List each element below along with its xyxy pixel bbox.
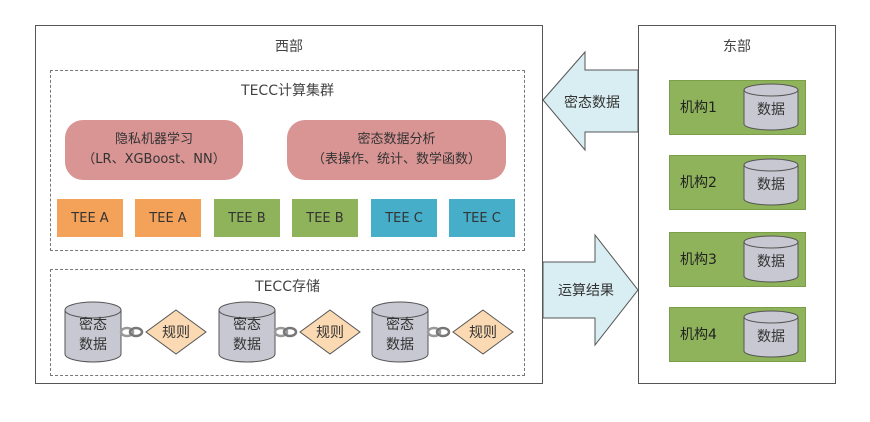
arrow-to-east-label: 运算结果 — [558, 283, 614, 299]
encrypted-data-line2: 数据 — [233, 337, 261, 353]
org-1-name: 机构1 — [680, 100, 717, 116]
tee-c-1: TEE C — [371, 199, 437, 237]
encrypted-analysis-detail: （表操作、统计、数学函数） — [311, 152, 481, 167]
west-title: 西部 — [275, 39, 303, 55]
tecc-cluster-title: TECC计算集群 — [241, 83, 334, 99]
storage-unit-3: 密态 数据 规则 — [371, 301, 514, 363]
rule-diamond — [299, 309, 361, 355]
privacy-ml-detail: （LR、XGBoost、NN） — [82, 152, 226, 167]
rule-label: 规则 — [316, 325, 344, 341]
arrow-to-east — [542, 233, 639, 347]
chain-link-icon — [426, 326, 451, 338]
tecc-cluster-box — [50, 70, 525, 251]
tecc-storage-box — [50, 269, 525, 376]
encrypted-data-line1: 密态 — [79, 316, 107, 333]
privacy-ml-title: 隐私机器学习 — [114, 132, 193, 147]
tee-b-1: TEE B — [214, 199, 280, 237]
org-3-name: 机构3 — [680, 252, 717, 268]
tee-b-2: TEE B — [292, 199, 358, 237]
east-title: 东部 — [723, 39, 751, 55]
encrypted-data-line2: 数据 — [79, 337, 107, 353]
org-4: 机构4 — [669, 307, 806, 362]
chain-link-icon — [119, 326, 144, 338]
org-2: 机构2 — [669, 155, 806, 210]
arrow-to-west-label: 密态数据 — [564, 94, 620, 111]
rule-diamond — [452, 309, 514, 355]
rule-diamond — [145, 309, 207, 355]
rule-label: 规则 — [469, 325, 497, 341]
rule-label: 规则 — [162, 325, 190, 341]
encrypted-data-line1: 密态 — [386, 316, 414, 333]
encrypted-analysis-title: 密态数据分析 — [357, 132, 436, 147]
chain-link-icon — [273, 326, 298, 338]
org-1: 机构1 — [669, 80, 806, 135]
tee-a-1: TEE A — [57, 199, 123, 237]
org-2-name: 机构2 — [680, 175, 717, 191]
storage-unit-1: 密态 数据 规则 — [64, 301, 207, 363]
encrypted-analysis-pill: 密态数据分析 （表操作、统计、数学函数） — [287, 120, 506, 180]
tee-c-2: TEE C — [449, 199, 515, 237]
org-4-name: 机构4 — [680, 327, 717, 343]
org-3: 机构3 — [669, 232, 806, 287]
encrypted-data-line1: 密态 — [233, 316, 261, 333]
privacy-ml-pill: 隐私机器学习 （LR、XGBoost、NN） — [65, 120, 243, 180]
encrypted-data-line2: 数据 — [386, 337, 414, 353]
tee-a-2: TEE A — [135, 199, 201, 237]
tecc-storage-title: TECC存储 — [255, 279, 320, 295]
storage-unit-2: 密态 数据 规则 — [218, 301, 361, 363]
